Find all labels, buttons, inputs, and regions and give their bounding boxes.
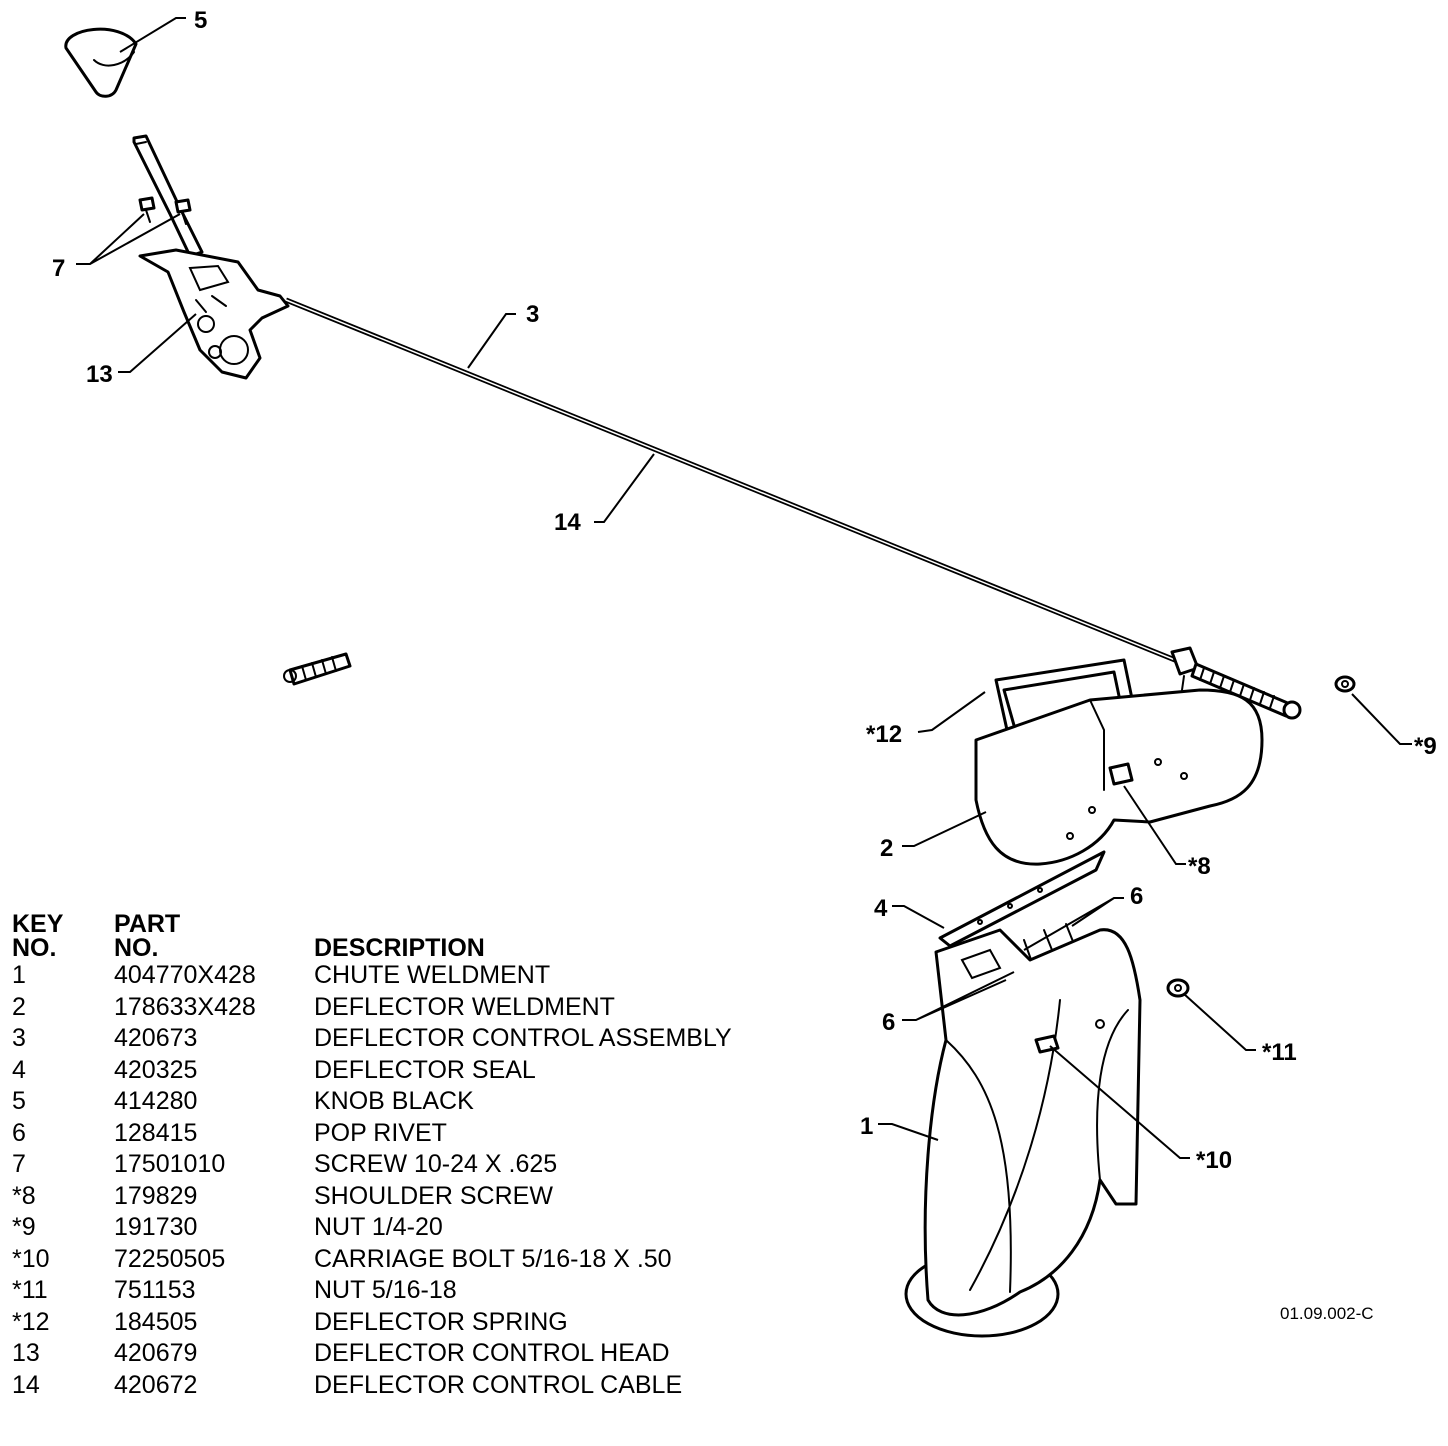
row-part-no: 404770X428	[114, 961, 256, 989]
row-part-no: 420672	[114, 1370, 198, 1399]
row-part-no: 191730	[114, 1213, 198, 1241]
row-key-no: 1	[12, 961, 26, 989]
deflector-seal-part	[938, 850, 1106, 948]
table-row: 1 404770X428 CHUTE WELDMENT	[12, 960, 812, 992]
row-part-no: 751153	[114, 1276, 196, 1304]
row-part-no: 420673	[114, 1024, 198, 1052]
row-description: DEFLECTOR CONTROL CABLE	[314, 1370, 683, 1399]
row-description: CARRIAGE BOLT 5/16-18 X .50	[314, 1244, 672, 1273]
callout-13: 13	[86, 361, 113, 388]
row-description: KNOB BLACK	[314, 1087, 474, 1115]
row-key-no: 7	[12, 1150, 26, 1178]
callout-3: 3	[526, 301, 539, 328]
row-description: DEFLECTOR SPRING	[314, 1307, 568, 1336]
row-description: DEFLECTOR CONTROL ASSEMBLY	[314, 1024, 732, 1052]
callout-1: 1	[860, 1113, 873, 1140]
parts-list-table: KEY NO. PART NO. DESCRIPTION 1 404770X428…	[12, 906, 812, 1401]
row-key-no: 2	[12, 992, 26, 1021]
row-key-no: 14	[12, 1370, 40, 1399]
table-row: 5 414280 KNOB BLACK	[12, 1086, 812, 1118]
row-part-no: 420679	[114, 1339, 198, 1367]
callout-2: 2	[880, 835, 893, 862]
row-key-no: *8	[12, 1181, 36, 1210]
row-description: DEFLECTOR SEAL	[314, 1055, 536, 1084]
callout-5: 5	[194, 7, 207, 34]
callout-7: 7	[52, 255, 65, 282]
header-description: DESCRIPTION	[314, 934, 485, 962]
row-key-no: *11	[12, 1276, 48, 1304]
row-key-no: 4	[12, 1055, 26, 1084]
control-cable-part	[285, 297, 1302, 720]
table-row: 6 128415 POP RIVET	[12, 1118, 812, 1150]
table-row: 4 420325 DEFLECTOR SEAL	[12, 1055, 812, 1087]
row-description: DEFLECTOR WELDMENT	[314, 992, 615, 1021]
deflector-weldment-part	[974, 658, 1264, 866]
table-row: *9 191730 NUT 1/4-20	[12, 1212, 812, 1244]
nut-9-part	[1334, 675, 1356, 693]
table-row: 7 17501010 SCREW 10-24 X .625	[12, 1149, 812, 1181]
chute-weldment-part	[904, 928, 1142, 1338]
row-part-no: 17501010	[114, 1150, 226, 1178]
callout-12: *12	[866, 721, 902, 748]
table-row: 13 420679 DEFLECTOR CONTROL HEAD	[12, 1338, 812, 1370]
callout-6-upper: 6	[1130, 883, 1143, 910]
row-key-no: 13	[12, 1339, 40, 1367]
row-description: DEFLECTOR CONTROL HEAD	[314, 1339, 670, 1367]
row-description: SHOULDER SCREW	[314, 1181, 553, 1210]
callout-6-lower: 6	[882, 1009, 895, 1036]
callout-14: 14	[554, 509, 581, 536]
control-head-part	[132, 134, 290, 380]
row-key-no: *9	[12, 1213, 36, 1241]
table-row: *8 179829 SHOULDER SCREW	[12, 1181, 812, 1213]
header-key-no: KEY NO.	[12, 910, 64, 962]
row-description: SCREW 10-24 X .625	[314, 1150, 558, 1178]
header-part-no: PART NO.	[114, 910, 181, 962]
callout-9: *9	[1414, 733, 1437, 760]
callout-11: *11	[1262, 1039, 1297, 1066]
callout-10: *10	[1196, 1147, 1232, 1174]
row-description: CHUTE WELDMENT	[314, 961, 551, 989]
knob-part	[64, 27, 138, 98]
table-row: 14 420672 DEFLECTOR CONTROL CABLE	[12, 1370, 812, 1402]
row-description: NUT 5/16-18	[314, 1276, 457, 1304]
nut-11-part	[1166, 978, 1190, 998]
callout-8: *8	[1188, 853, 1211, 880]
row-part-no: 420325	[114, 1055, 198, 1084]
leader-lines	[76, 17, 1412, 1159]
row-key-no: 6	[12, 1118, 26, 1147]
deflector-spring-part	[283, 652, 352, 686]
row-part-no: 184505	[114, 1307, 198, 1336]
table-row: *11 751153 NUT 5/16-18	[12, 1275, 812, 1307]
row-key-no: 3	[12, 1024, 26, 1052]
pop-rivet-part	[1009, 923, 1079, 979]
row-part-no: 179829	[114, 1181, 198, 1210]
row-key-no: *10	[12, 1244, 50, 1273]
row-key-no: *12	[12, 1307, 50, 1336]
row-part-no: 72250505	[114, 1244, 226, 1273]
table-row: *12 184505 DEFLECTOR SPRING	[12, 1307, 812, 1339]
row-key-no: 5	[12, 1087, 26, 1115]
parts-table-header: KEY NO. PART NO. DESCRIPTION	[12, 906, 812, 962]
row-description: NUT 1/4-20	[314, 1213, 443, 1241]
table-row: *10 72250505 CARRIAGE BOLT 5/16-18 X .50	[12, 1244, 812, 1276]
table-row: 3 420673 DEFLECTOR CONTROL ASSEMBLY	[12, 1023, 812, 1055]
reference-code: 01.09.002-C	[1280, 1304, 1374, 1323]
table-row: 2 178633X428 DEFLECTOR WELDMENT	[12, 992, 812, 1024]
row-part-no: 414280	[114, 1087, 198, 1115]
callout-4: 4	[874, 895, 888, 922]
row-part-no: 178633X428	[114, 992, 256, 1021]
row-part-no: 128415	[114, 1118, 198, 1147]
row-description: POP RIVET	[314, 1118, 447, 1147]
